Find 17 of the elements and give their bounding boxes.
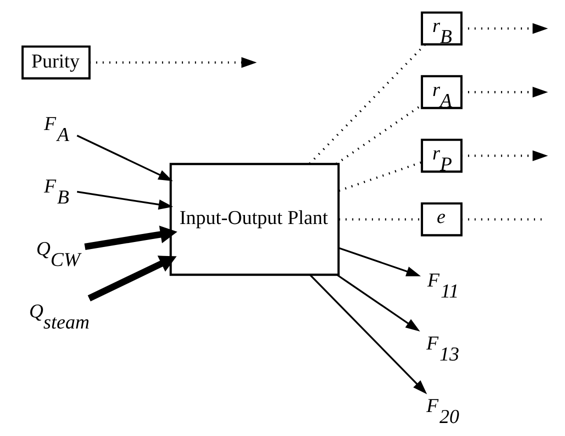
- node-box: Input-Output Plant: [169, 162, 340, 276]
- connector: [338, 161, 422, 192]
- arrow: [84, 226, 177, 250]
- arrow: [461, 150, 548, 162]
- arrow: [76, 190, 173, 210]
- arrow: [338, 247, 420, 276]
- arrow: [461, 86, 548, 98]
- arrow: [309, 274, 427, 394]
- node-box: e: [420, 202, 462, 236]
- arrow: [461, 23, 548, 34]
- arrow: [87, 256, 176, 302]
- connector: [308, 44, 426, 164]
- arrow: [336, 274, 420, 332]
- node-box: Purity: [20, 45, 90, 80]
- connector: [335, 104, 422, 165]
- arrow: [89, 57, 256, 68]
- arrow: [76, 134, 172, 182]
